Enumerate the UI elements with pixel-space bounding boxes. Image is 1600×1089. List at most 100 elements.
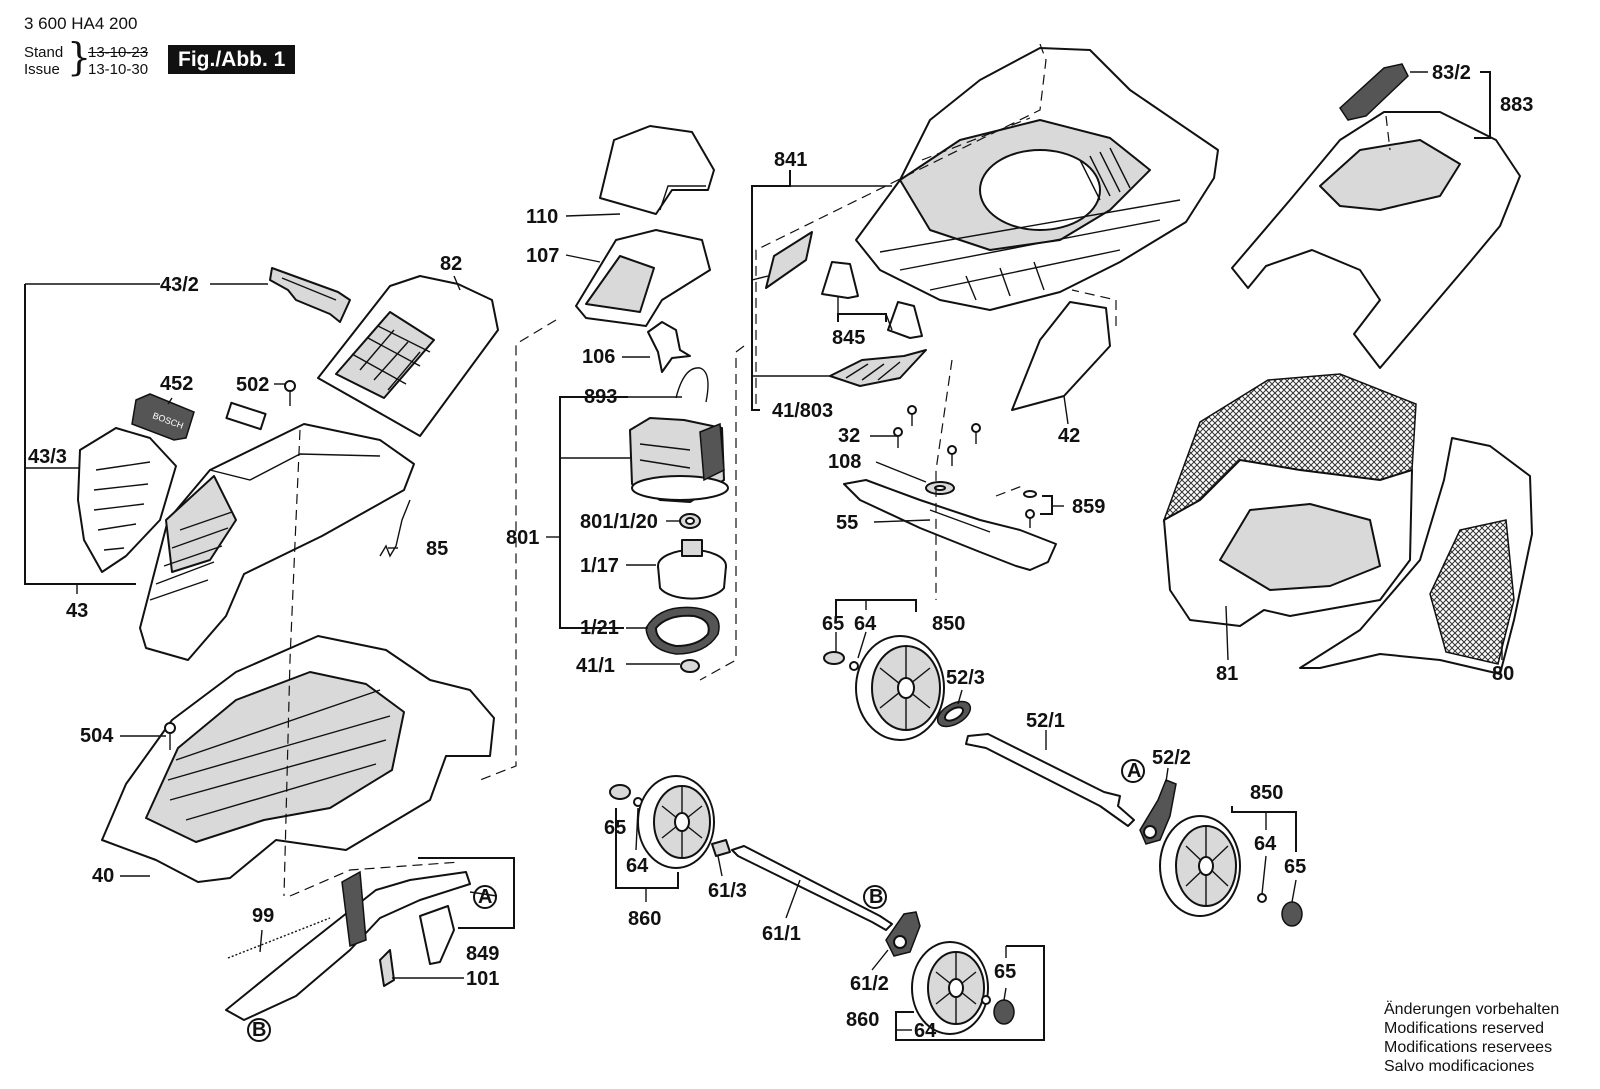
part-lower-housing-40 (101, 635, 495, 883)
callout-801: 801 (506, 527, 539, 549)
document-number: 3 600 HA4 200 (24, 14, 138, 33)
part-clip-101 (379, 949, 395, 987)
ref-circle-a (473, 885, 497, 909)
callout-43-3: 43/3 (28, 446, 67, 468)
callout-55: 55 (836, 512, 858, 534)
callout-107: 107 (526, 245, 559, 267)
part-pulley-1-17 (657, 539, 727, 600)
ref-circle-a-2 (1121, 759, 1145, 783)
battery-grid (351, 325, 431, 391)
part-bearing-41-1 (680, 659, 700, 673)
part-rear-flap-80 (1299, 437, 1533, 675)
callout-502: 502 (236, 374, 269, 396)
part-washer-108 (925, 481, 955, 495)
callout-504: 504 (80, 725, 114, 747)
callout-61-3: 61/3 (708, 880, 747, 902)
part-screws-859 (1023, 490, 1037, 528)
ref-circle-b (247, 1018, 271, 1042)
stand-date: 13-10-23 (88, 44, 149, 61)
callout-40: 40 (92, 865, 114, 887)
wheel-group-860-bottom (911, 941, 1015, 1035)
part-switch-106 (647, 321, 691, 373)
callout-860-left: 860 (628, 908, 661, 930)
callout-81: 81 (1216, 663, 1238, 685)
wheel-group-850-top (823, 635, 945, 741)
callout-845: 845 (832, 327, 865, 349)
part-deck-841 (855, 47, 1219, 311)
callout-32: 32 (838, 425, 860, 447)
callout-110: 110 (526, 206, 558, 228)
footer-line-es: Salvo modificaciones (1384, 1058, 1535, 1075)
part-belt-1-21 (645, 606, 720, 655)
part-screws-32 (893, 405, 981, 466)
part-screw-502 (284, 380, 296, 406)
issue-date: 13-10-30 (88, 61, 149, 78)
callout-850-top: 850 (932, 613, 965, 635)
callout-106: 106 (582, 346, 615, 368)
part-rear-bracket-52-2 (1139, 779, 1177, 845)
part-battery-452: BOSCH (131, 393, 195, 441)
callout-108: 108 (828, 451, 861, 473)
part-clips-845 (821, 261, 923, 339)
callout-883: 883 (1500, 94, 1533, 116)
callout-52-1: 52/1 (1026, 710, 1065, 732)
callout-41-1: 41/1 (576, 655, 615, 677)
callout-452: 452 (160, 373, 193, 395)
callout-52-3: 52/3 (946, 667, 985, 689)
callout-80: 80 (1492, 663, 1514, 685)
footer-line-de: Änderungen vorbehalten (1384, 1001, 1560, 1018)
part-side-flap-841 (765, 231, 813, 289)
callout-ref-a: A (478, 886, 492, 908)
part-guard-42 (1011, 301, 1111, 411)
footer-notes: Änderungen vorbehalten Modifications res… (1384, 1000, 1559, 1076)
callout-43: 43 (66, 600, 88, 622)
part-motor-801 (629, 417, 729, 503)
part-grass-box-81 (1162, 373, 1417, 627)
part-side-cover-43-3 (77, 427, 177, 573)
part-screw-504 (164, 722, 176, 750)
callout-65-right: 65 (1284, 856, 1306, 878)
callout-101: 101 (466, 968, 499, 990)
callout-64-left: 64 (626, 855, 649, 877)
callout-1-21: 1/21 (580, 617, 619, 639)
callout-893: 893 (584, 386, 617, 408)
brace-symbol: } (67, 35, 92, 79)
part-cover-110 (599, 125, 715, 215)
callout-61-1: 61/1 (762, 923, 801, 945)
callout-65-bottom: 65 (994, 961, 1016, 983)
callout-43-2: 43/2 (160, 274, 199, 296)
part-lever-849 (225, 870, 471, 1021)
callout-52-2: 52/2 (1152, 747, 1191, 769)
callout-ref-a-2: A (1127, 760, 1141, 782)
part-axle-end-61-3 (711, 839, 731, 857)
part-handle-grip-43-2 (269, 267, 351, 323)
callout-61-2: 61/2 (850, 973, 889, 995)
part-front-bracket-61-2 (885, 911, 921, 957)
part-front-axle-61-1 (731, 845, 893, 931)
part-spring-85 (379, 499, 411, 558)
callout-99: 99 (252, 905, 274, 927)
callout-64-right: 64 (1254, 833, 1277, 855)
part-bushing-52-3 (936, 700, 972, 728)
part-cable-893 (675, 367, 709, 403)
footer-line-fr: Modifications reservees (1384, 1039, 1553, 1056)
callout-41-803: 41/803 (772, 400, 833, 422)
issue-label: Issue (24, 61, 60, 78)
callout-65-left: 65 (604, 817, 626, 839)
assembly-lines (283, 43, 1391, 897)
callout-ref-b: B (252, 1019, 266, 1041)
part-bearing-801-1-20 (679, 513, 701, 529)
callout-64-bottom: 64 (914, 1020, 937, 1042)
callout-42: 42 (1058, 425, 1080, 447)
callout-1-17: 1/17 (580, 555, 619, 577)
part-comb-41-803 (829, 349, 927, 387)
callout-65-top: 65 (822, 613, 844, 635)
callout-85: 85 (426, 538, 448, 560)
callout-849: 849 (466, 943, 499, 965)
ref-circle-b-2 (863, 885, 887, 909)
figure-badge: Fig./Abb. 1 (168, 45, 296, 74)
part-blade-55 (843, 479, 1057, 571)
stand-label: Stand (24, 44, 64, 61)
